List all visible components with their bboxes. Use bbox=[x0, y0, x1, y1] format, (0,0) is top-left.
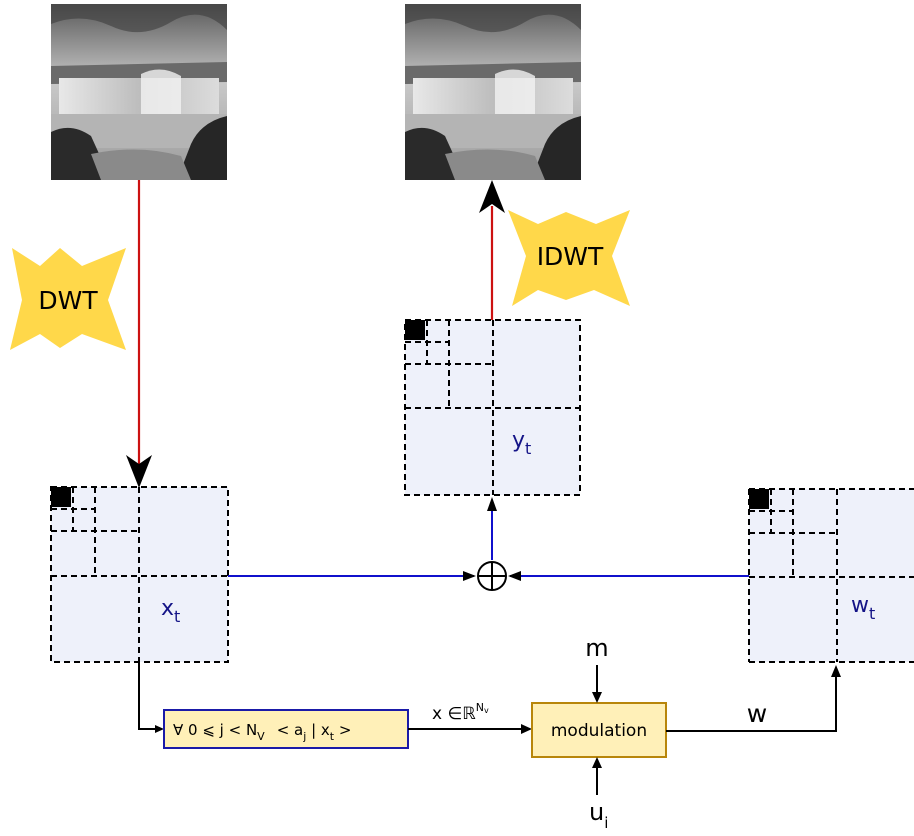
projection-to-modulation-arrowhead bbox=[521, 724, 532, 734]
dwt-star: DWT bbox=[10, 248, 126, 350]
w-output-arrowhead bbox=[831, 665, 841, 677]
idwt-label: IDWT bbox=[537, 242, 604, 271]
w-subband-block: wt bbox=[749, 489, 914, 662]
u-arrowhead bbox=[592, 757, 602, 768]
sum-to-y-arrowhead bbox=[487, 497, 497, 511]
output-image bbox=[405, 4, 581, 180]
dwt-label: DWT bbox=[38, 286, 98, 315]
vector-label: x ∈ℝNv bbox=[432, 701, 489, 724]
projection-box: ∀ 0 ⩽ j < NV< aj | xt > bbox=[164, 710, 408, 748]
u-label: ui bbox=[589, 798, 608, 832]
modulation-label: modulation bbox=[551, 721, 647, 741]
x-to-projection-arrowhead bbox=[155, 725, 164, 733]
x-subband-block: xt bbox=[51, 487, 228, 662]
x-to-projection-line bbox=[139, 662, 162, 729]
idwt-star: IDWT bbox=[508, 210, 630, 306]
m-arrowhead bbox=[592, 692, 602, 703]
modulation-box: modulation bbox=[532, 703, 666, 757]
w-to-sum-arrowhead bbox=[508, 571, 521, 581]
y-subband-block: yt bbox=[405, 320, 580, 495]
sum-node bbox=[478, 562, 506, 590]
w-output-label: w bbox=[747, 699, 767, 728]
m-label: m bbox=[585, 634, 608, 662]
x-to-sum-arrowhead bbox=[463, 571, 476, 581]
input-image bbox=[51, 4, 227, 180]
